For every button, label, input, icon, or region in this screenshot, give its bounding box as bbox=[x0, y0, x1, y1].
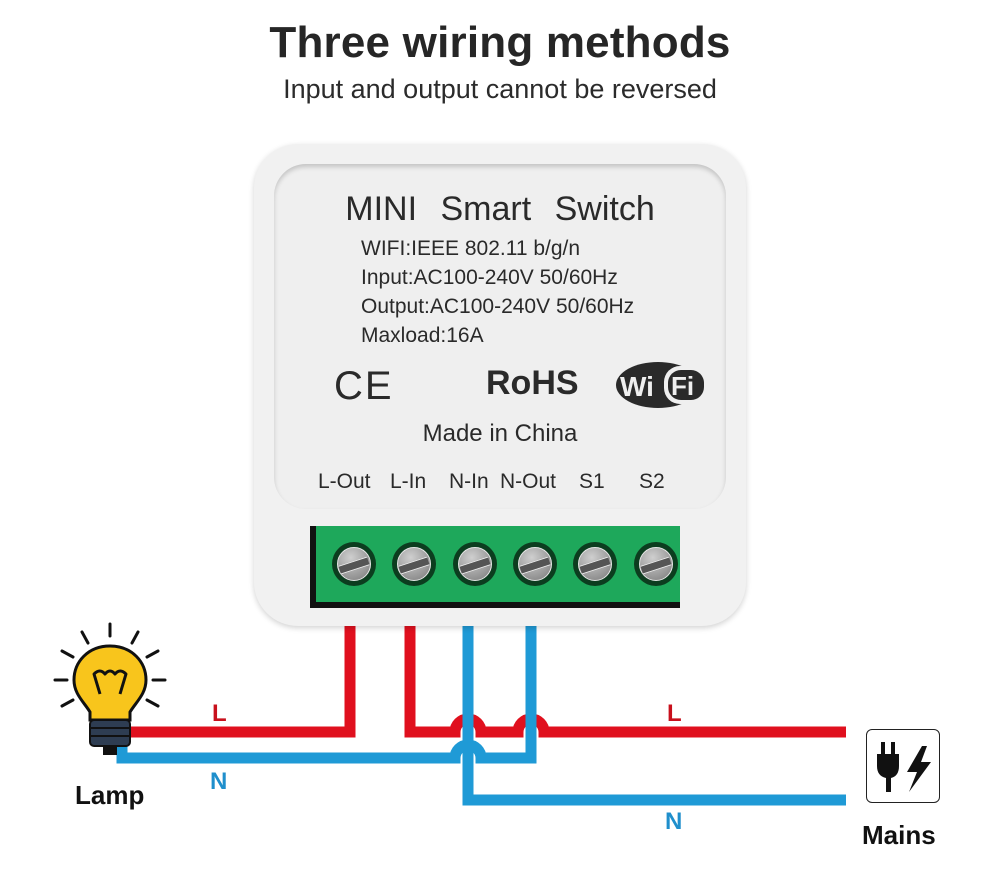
plug-lightning-icon bbox=[877, 742, 931, 792]
wifi-logo-text-right: Fi bbox=[671, 371, 694, 401]
spec-output: Output:AC100-240V 50/60Hz bbox=[361, 295, 635, 318]
ce-mark-icon: CE bbox=[334, 364, 394, 408]
mains-label: Mains bbox=[862, 820, 936, 850]
screw-terminal-n-in[interactable] bbox=[453, 542, 497, 586]
screw-terminal-s2[interactable] bbox=[634, 542, 678, 586]
terminal-label-n-out: N-Out bbox=[500, 470, 557, 493]
wifi-logo-icon: Wi Fi bbox=[616, 362, 708, 408]
page-subtitle: Input and output cannot be reversed bbox=[283, 74, 717, 104]
terminal-label-n-in: N-In bbox=[449, 470, 489, 493]
terminal-label-l-out: L-Out bbox=[318, 470, 371, 493]
wire-label-neutral-lamp: N bbox=[210, 768, 228, 795]
screw-terminal-l-out[interactable] bbox=[332, 542, 376, 586]
rohs-mark: RoHS bbox=[486, 364, 579, 402]
wire-label-live-lamp: L bbox=[212, 700, 227, 727]
mains-box bbox=[866, 729, 940, 803]
lamp-label: Lamp bbox=[75, 780, 145, 810]
wire-label-live-mains: L bbox=[667, 700, 682, 727]
wire-live-mains bbox=[404, 626, 846, 738]
terminal-block bbox=[310, 526, 680, 608]
spec-wifi: WIFI:IEEE 802.11 b/g/n bbox=[361, 237, 581, 260]
screw-terminal-s1[interactable] bbox=[573, 542, 617, 586]
terminal-label-s2: S2 bbox=[639, 470, 665, 493]
mini-smart-switch-device: MINI Smart Switch WIFI:IEEE 802.11 b/g/n… bbox=[254, 144, 746, 626]
terminal-label-s1: S1 bbox=[579, 470, 605, 493]
page-title: Three wiring methods bbox=[269, 18, 731, 67]
spec-input: Input:AC100-240V 50/60Hz bbox=[361, 266, 618, 289]
origin-text: Made in China bbox=[422, 420, 578, 447]
screw-terminal-n-out[interactable] bbox=[513, 542, 557, 586]
terminal-label-l-in: L-In bbox=[390, 470, 427, 493]
device-label-panel: MINI Smart Switch WIFI:IEEE 802.11 b/g/n… bbox=[274, 164, 726, 509]
spec-maxload: Maxload:16A bbox=[361, 324, 484, 347]
wire-live-lamp bbox=[122, 626, 356, 738]
lightbulb-icon bbox=[53, 622, 167, 755]
device-title: MINI Smart Switch bbox=[345, 190, 655, 228]
screw-terminal-l-in[interactable] bbox=[392, 542, 436, 586]
wire-label-neutral-mains: N bbox=[665, 808, 683, 835]
wifi-logo-text-left: Wi bbox=[620, 371, 654, 402]
wire-neutral-mains bbox=[462, 626, 846, 806]
